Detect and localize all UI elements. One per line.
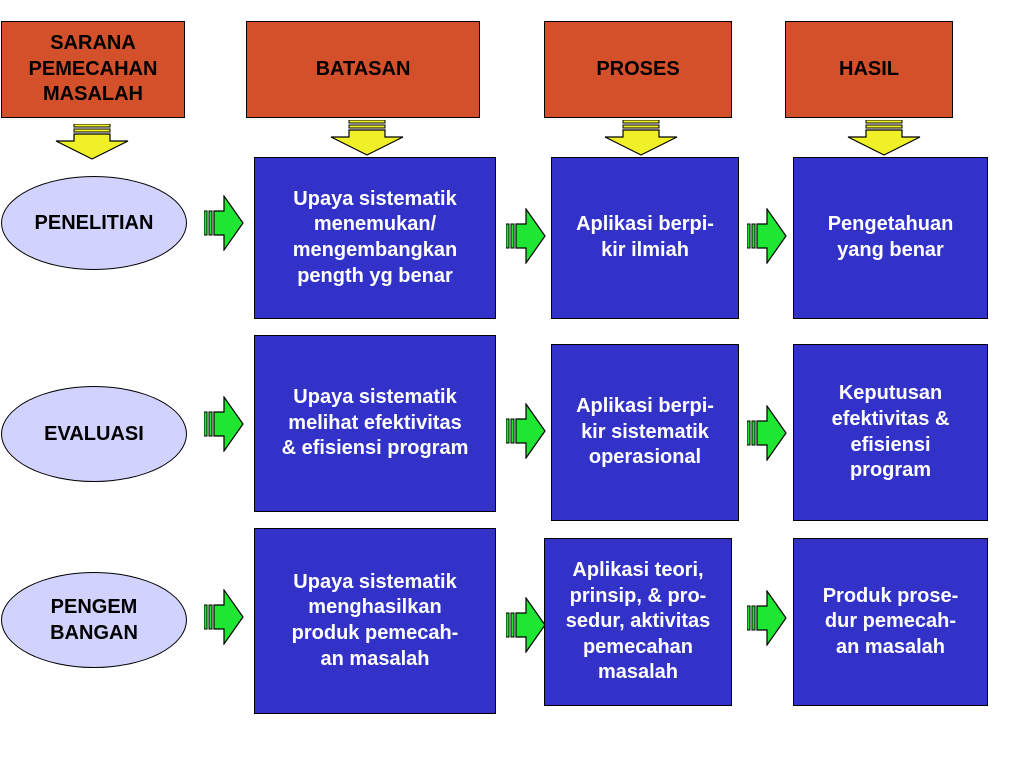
hasil-text-evaluasi: Keputusan efektivitas & efisiensi progra… <box>831 382 950 482</box>
hasil-text-pengembangan: Produk prose- dur pemecah- an masalah <box>822 584 959 658</box>
header-hasil: HASIL <box>785 21 953 118</box>
proses-text-evaluasi: Aplikasi berpi- kir sistematik operasion… <box>576 395 714 469</box>
hasil-box-pengembangan: Produk prose- dur pemecah- an masalah <box>793 538 988 706</box>
batasan-text-pengembangan: Upaya sistematik menghasilkan produk pem… <box>291 570 459 670</box>
header-sarana-label: SARANA PEMECAHAN MASALAH <box>28 32 158 106</box>
header-batasan-label: BATASAN <box>315 57 411 80</box>
oval-evaluasi-label: EVALUASI <box>44 423 144 445</box>
proses-box-pengembangan: Aplikasi teori, prinsip, & pro- sedur, a… <box>544 538 732 706</box>
hasil-text-penelitian: Pengetahuan yang benar <box>827 213 954 261</box>
green-right-arrow-icon <box>204 195 244 251</box>
header-sarana: SARANA PEMECAHAN MASALAH <box>1 21 185 118</box>
green-right-arrow-icon <box>506 597 546 653</box>
oval-penelitian-label: PENELITIAN <box>34 212 154 234</box>
green-right-arrow-icon <box>747 590 787 646</box>
yellow-down-arrow-icon <box>847 120 921 156</box>
header-batasan: BATASAN <box>246 21 480 118</box>
oval-penelitian: PENELITIAN <box>1 176 187 270</box>
proses-text-pengembangan: Aplikasi teori, prinsip, & pro- sedur, a… <box>565 559 711 684</box>
yellow-down-arrow-icon <box>55 124 129 160</box>
batasan-box-pengembangan: Upaya sistematik menghasilkan produk pem… <box>254 528 496 714</box>
header-proses: PROSES <box>544 21 732 118</box>
yellow-down-arrow-icon <box>330 120 404 156</box>
green-right-arrow-icon <box>747 405 787 461</box>
batasan-box-evaluasi: Upaya sistematik melihat efektivitas & e… <box>254 335 496 512</box>
green-right-arrow-icon <box>204 396 244 452</box>
yellow-down-arrow-icon <box>604 120 678 156</box>
batasan-text-evaluasi: Upaya sistematik melihat efektivitas & e… <box>281 386 469 460</box>
green-right-arrow-icon <box>506 208 546 264</box>
proses-box-penelitian: Aplikasi berpi- kir ilmiah <box>551 157 739 319</box>
batasan-box-penelitian: Upaya sistematik menemukan/ mengembangka… <box>254 157 496 319</box>
proses-text-penelitian: Aplikasi berpi- kir ilmiah <box>576 213 714 261</box>
hasil-box-evaluasi: Keputusan efektivitas & efisiensi progra… <box>793 344 988 521</box>
oval-evaluasi: EVALUASI <box>1 386 187 482</box>
oval-pengembangan-label: PENGEM BANGAN <box>50 596 138 644</box>
header-hasil-label: HASIL <box>839 57 899 80</box>
green-right-arrow-icon <box>204 589 244 645</box>
proses-box-evaluasi: Aplikasi berpi- kir sistematik operasion… <box>551 344 739 521</box>
oval-pengembangan: PENGEM BANGAN <box>1 572 187 668</box>
green-right-arrow-icon <box>506 403 546 459</box>
hasil-box-penelitian: Pengetahuan yang benar <box>793 157 988 319</box>
batasan-text-penelitian: Upaya sistematik menemukan/ mengembangka… <box>292 187 458 287</box>
green-right-arrow-icon <box>747 208 787 264</box>
header-proses-label: PROSES <box>596 57 680 80</box>
